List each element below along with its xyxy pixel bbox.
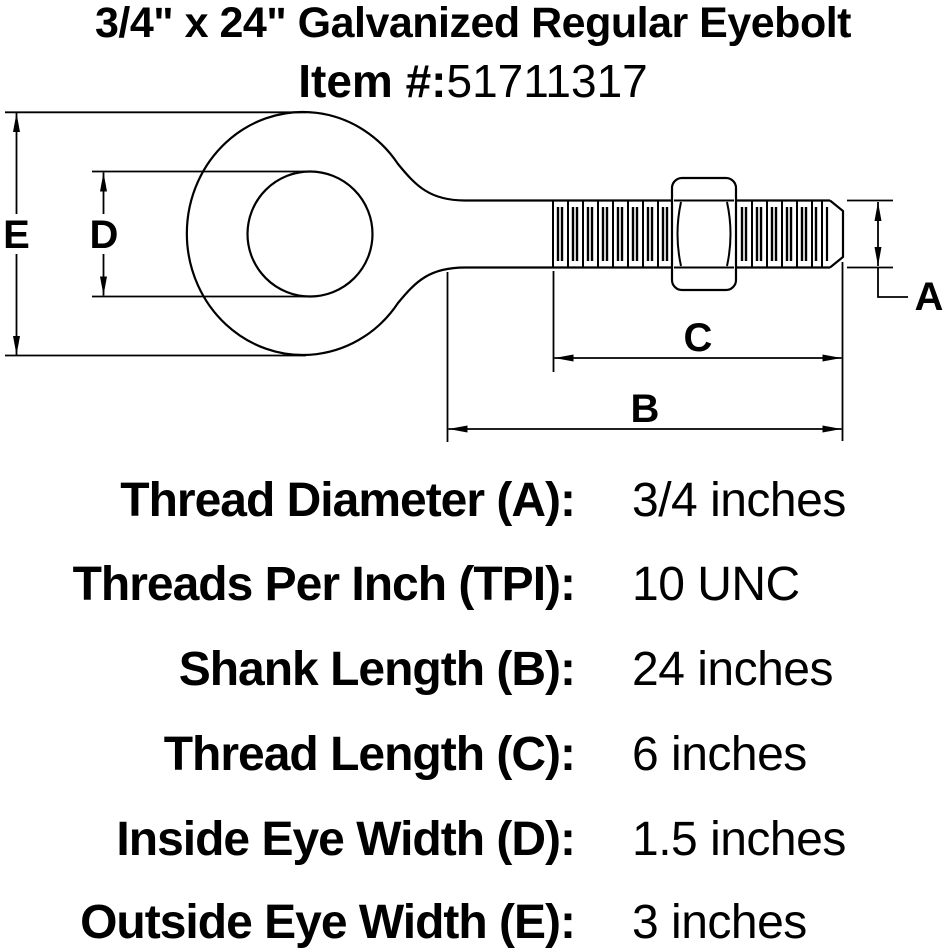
spec-row-shank-length: Shank Length (B): 24 inches [0, 646, 946, 696]
item-number-line: Item #:51711317 [0, 58, 946, 104]
spec-label: Threads Per Inch (TPI): [72, 558, 576, 611]
spec-value: 1.5 inches [632, 813, 846, 866]
spec-label: Outside Eye Width (E): [80, 896, 576, 949]
spec-row-inside-eye-width: Inside Eye Width (D): 1.5 inches [0, 816, 946, 866]
dim-label-A: A [915, 275, 944, 319]
spec-label: Inside Eye Width (D): [116, 813, 576, 866]
thread-hatching [552, 200, 823, 268]
dimension-outside-eye-width: E [2, 111, 306, 357]
item-number-label: Item #: [298, 55, 447, 107]
spec-value: 24 inches [632, 643, 833, 696]
eye-inner-circle [246, 170, 374, 298]
item-number-value: 51711317 [446, 55, 648, 107]
spec-label: Shank Length (B): [178, 643, 576, 696]
dimension-thread-diameter: A [847, 199, 944, 319]
spec-row-thread-diameter: Thread Diameter (A): 3/4 inches [0, 477, 946, 527]
spec-row-outside-eye-width: Outside Eye Width (E): 3 inches [0, 899, 946, 949]
spec-value: 3 inches [632, 896, 807, 949]
spec-row-threads-per-inch: Threads Per Inch (TPI): 10 UNC [0, 561, 946, 611]
dim-label-E: E [3, 213, 30, 257]
spec-label: Thread Length (C): [163, 728, 576, 781]
eyebolt-diagram: E D A C B [2, 110, 944, 442]
hex-nut [670, 176, 738, 292]
dim-label-D: D [90, 213, 119, 257]
spec-label: Thread Diameter (A): [120, 474, 576, 527]
spec-value: 3/4 inches [632, 474, 846, 527]
eyebolt-body-outline [185, 110, 845, 357]
dim-label-C: C [684, 316, 713, 360]
dimension-shank-length: B [446, 272, 842, 442]
spec-value: 6 inches [632, 728, 807, 781]
spec-value: 10 UNC [632, 558, 800, 611]
spec-row-thread-length: Thread Length (C): 6 inches [0, 731, 946, 781]
dim-label-B: B [631, 387, 660, 431]
product-title: 3/4" x 24" Galvanized Regular Eyebolt [95, 0, 851, 47]
dimension-inside-eye-width: D [89, 170, 312, 298]
dimension-thread-length: C [552, 262, 844, 441]
